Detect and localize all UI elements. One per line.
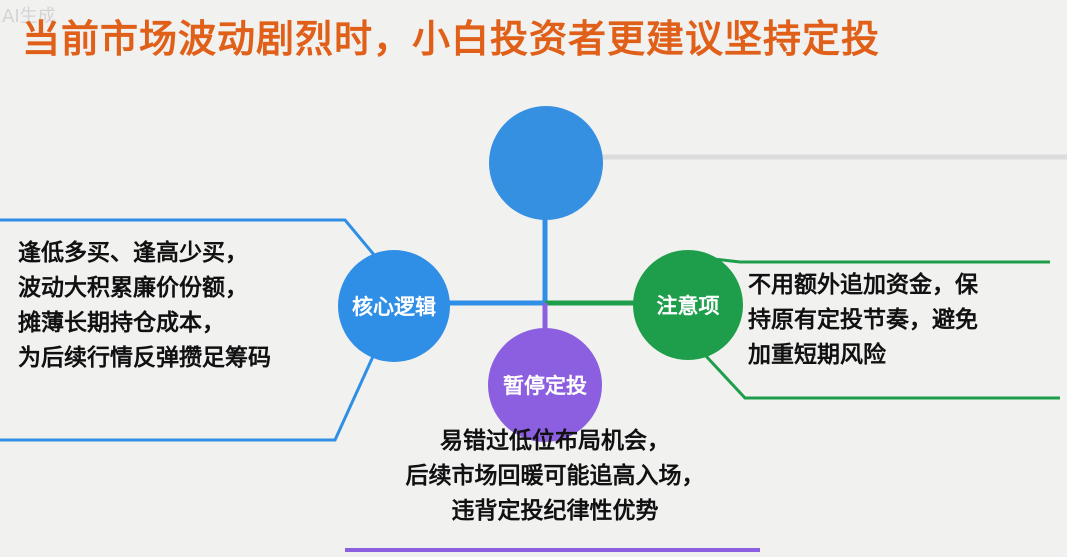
text-line: 逢低多买、逢高少买， — [18, 240, 248, 266]
core-logic-label: 核心逻辑 — [352, 295, 436, 319]
text-line: 波动大积累廉价份额， — [18, 275, 248, 301]
core-logic-text: 逢低多买、逢高少买， 波动大积累廉价份额， 摊薄长期持仓成本， 为后续行情反弹攒… — [18, 236, 271, 376]
notes-text: 不用额外追加资金，保 持原有定投节奏，避免 加重短期风险 — [748, 268, 978, 373]
pause-node: 暂停定投 — [488, 328, 602, 442]
notes-node: 注意项 — [633, 250, 743, 360]
text-line: 后续市场回暖可能追高入场， — [405, 463, 705, 489]
text-line: 易错过低位布局机会， — [440, 428, 670, 454]
page-title: 当前市场波动剧烈时，小白投资者更建议坚持定投 — [22, 17, 881, 61]
pause-label: 暂停定投 — [503, 374, 587, 398]
left-bracket-bottom — [0, 351, 377, 442]
text-line: 加重短期风险 — [748, 342, 886, 368]
left-bracket-top — [0, 218, 382, 263]
right-bracket-bottom — [703, 353, 1060, 400]
right-bracket-top — [704, 256, 1050, 264]
text-line: 违背定投纪律性优势 — [451, 498, 659, 524]
text-line: 不用额外追加资金，保 — [748, 272, 978, 298]
ai-watermark: AI生成 — [2, 6, 56, 27]
notes-label: 注意项 — [656, 294, 720, 318]
core-logic-node: 核心逻辑 — [338, 250, 450, 362]
text-line: 持原有定投节奏，避免 — [748, 307, 978, 333]
text-line: 摊薄长期持仓成本， — [18, 310, 225, 336]
pause-text: 易错过低位布局机会， 后续市场回暖可能追高入场， 违背定投纪律性优势 — [340, 424, 770, 529]
top-node — [489, 106, 603, 220]
text-line: 为后续行情反弹攒足筹码 — [18, 345, 271, 371]
